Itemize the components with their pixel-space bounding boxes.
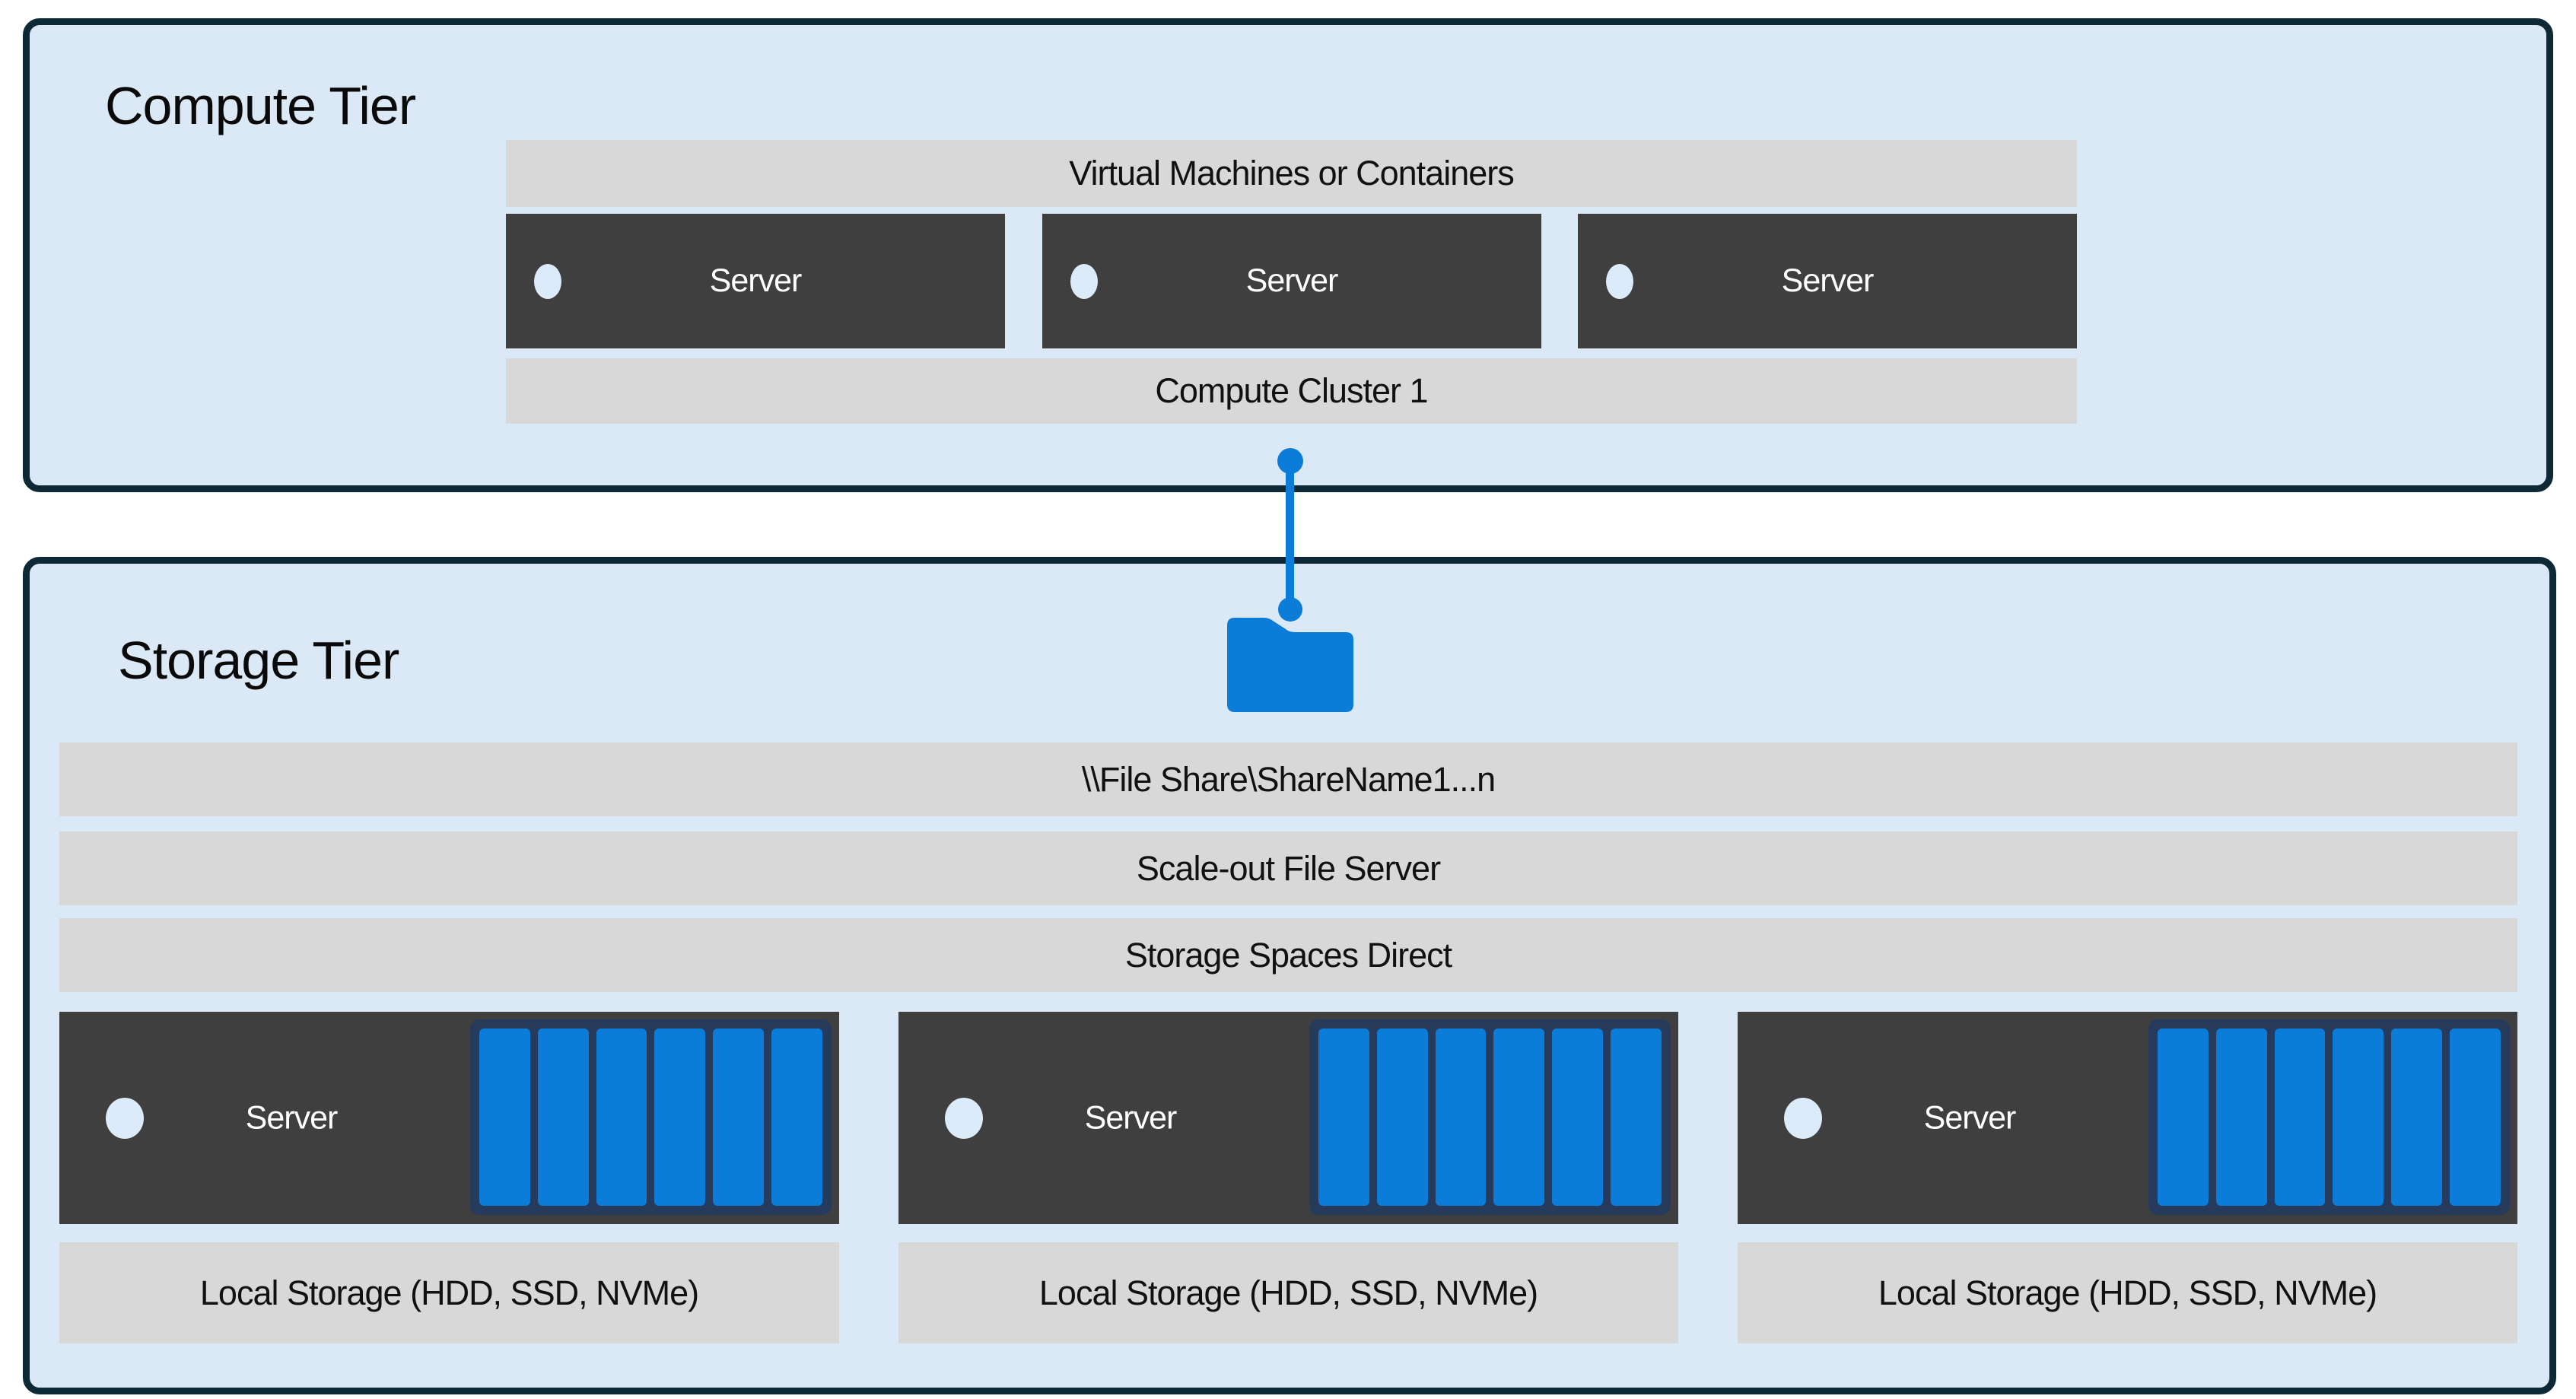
- storage-tier-title: Storage Tier: [118, 631, 399, 690]
- local-storage-bar-2: Local Storage (HDD, SSD, NVMe): [898, 1242, 1678, 1343]
- disk-bar-icon: [1552, 1029, 1604, 1206]
- file-share-bar-label: \\File Share\ShareName1...n: [1081, 759, 1496, 799]
- storage-server-1-label: Server: [245, 1099, 339, 1136]
- compute-tier-title: Compute Tier: [105, 76, 416, 135]
- scale-out-file-server-bar-label: Scale-out File Server: [1136, 848, 1441, 888]
- storage-server-2-label: Server: [1084, 1099, 1178, 1136]
- disk-bar-icon: [596, 1029, 647, 1206]
- disk-bar-icon: [537, 1029, 589, 1206]
- local-storage-bar-1-label: Local Storage (HDD, SSD, NVMe): [199, 1273, 699, 1312]
- disk-bar-icon: [1435, 1029, 1487, 1206]
- connector-dot-top-icon: [1277, 448, 1303, 474]
- disk-bar-icon: [2215, 1029, 2267, 1206]
- compute-server-1: Server: [506, 214, 1005, 348]
- disk-bar-icon: [713, 1029, 765, 1206]
- disk-bar-icon: [2274, 1029, 2326, 1206]
- local-storage-bar-2-label: Local Storage (HDD, SSD, NVMe): [1038, 1273, 1538, 1312]
- disk-array: [1309, 1019, 1671, 1215]
- disk-bar-icon: [771, 1029, 822, 1206]
- disk-bar-icon: [2450, 1029, 2501, 1206]
- local-storage-bar-3-label: Local Storage (HDD, SSD, NVMe): [1878, 1273, 2377, 1312]
- compute-tier-box: Compute Tier Virtual Machines or Contain…: [23, 18, 2553, 492]
- virtual-machines-bar: Virtual Machines or Containers: [506, 140, 2077, 207]
- storage-server-3-label: Server: [1923, 1099, 2017, 1136]
- disk-bar-icon: [654, 1029, 706, 1206]
- compute-cluster-bar: Compute Cluster 1: [506, 358, 2077, 424]
- led-dot-icon: [1606, 263, 1633, 299]
- disk-bar-icon: [1318, 1029, 1369, 1206]
- local-storage-bar-3: Local Storage (HDD, SSD, NVMe): [1738, 1242, 2517, 1343]
- storage-tier-box: Storage Tier \\File Share\ShareName1...n…: [23, 557, 2556, 1394]
- disk-array: [470, 1019, 832, 1215]
- storage-spaces-direct-bar: Storage Spaces Direct: [59, 918, 2517, 992]
- disk-bar-icon: [1611, 1029, 1662, 1206]
- disk-bar-icon: [2333, 1029, 2384, 1206]
- virtual-machines-bar-label: Virtual Machines or Containers: [1069, 154, 1514, 192]
- scale-out-file-server-bar: Scale-out File Server: [59, 831, 2517, 905]
- led-dot-icon: [1070, 263, 1098, 299]
- compute-to-storage-connector-line: [1286, 457, 1294, 609]
- disk-bar-icon: [2391, 1029, 2443, 1206]
- compute-server-2: Server: [1042, 214, 1541, 348]
- led-dot-icon: [534, 263, 561, 299]
- storage-spaces-direct-bar-label: Storage Spaces Direct: [1124, 935, 1452, 975]
- disk-bar-icon: [1493, 1029, 1545, 1206]
- compute-server-2-label: Server: [1245, 262, 1339, 299]
- disk-bar-icon: [2158, 1029, 2209, 1206]
- led-dot-icon: [945, 1097, 983, 1139]
- led-dot-icon: [106, 1097, 144, 1139]
- disk-array: [2148, 1019, 2510, 1215]
- led-dot-icon: [1784, 1097, 1822, 1139]
- storage-server-3: Server: [1738, 1012, 2517, 1224]
- compute-server-3-label: Server: [1781, 262, 1875, 299]
- storage-server-1: Server: [59, 1012, 839, 1224]
- disk-bar-icon: [1376, 1029, 1428, 1206]
- compute-server-3: Server: [1578, 214, 2077, 348]
- local-storage-bar-1: Local Storage (HDD, SSD, NVMe): [59, 1242, 839, 1343]
- storage-server-2: Server: [898, 1012, 1678, 1224]
- disk-bar-icon: [479, 1029, 530, 1206]
- connector-dot-bottom-icon: [1278, 597, 1302, 622]
- folder-icon: [1227, 618, 1353, 712]
- compute-server-1-label: Server: [709, 262, 803, 299]
- compute-cluster-bar-label: Compute Cluster 1: [1155, 371, 1428, 410]
- file-share-bar: \\File Share\ShareName1...n: [59, 742, 2517, 816]
